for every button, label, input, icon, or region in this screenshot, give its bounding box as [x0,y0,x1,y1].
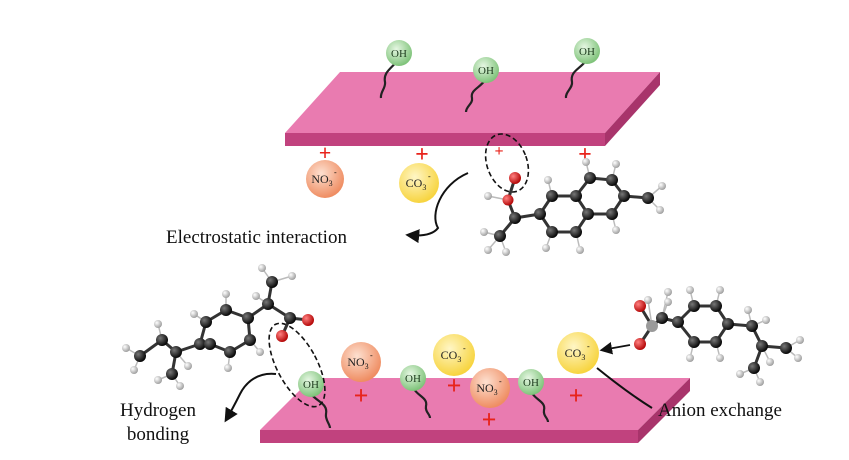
positive-charge-icon: + [354,381,369,410]
svg-text:NO3: NO3 [311,172,332,188]
hydrogen-bonding-label-line2: bonding [127,424,190,445]
positive-charge-icon: + [415,142,429,168]
no3-label: NO [476,381,494,395]
minus-sign: - [334,168,337,177]
oh-label: OH [523,377,539,389]
co3-label: CO [406,176,423,190]
arrow-icon [599,342,631,355]
bottom-oh-groups: OH OH OH [298,365,550,429]
nitrate-ion-icon [341,342,381,382]
positive-charge-icon: + [569,381,584,410]
hydrogen-bonding-highlight [268,322,326,408]
positive-charge-icon: + [482,405,497,434]
ibuprofen-molecule-icon [634,286,804,386]
top-ions: NO3 - CO3 - [306,160,439,203]
positive-charge-icon: + [494,143,503,160]
svg-text:NO3: NO3 [476,381,497,397]
anion-exchange-label: Anion exchange [658,400,782,421]
svg-text:CO3: CO3 [406,176,427,192]
positive-charge-icon: + [447,371,462,400]
minus-sign: - [587,342,590,351]
svg-text:CO3: CO3 [565,346,586,362]
top-positive-charges: + + + + [319,140,592,168]
oh-label: OH [579,46,595,58]
curved-arrow-icon [224,372,277,423]
connector-line [596,367,653,409]
carbonate-ion-icon [557,332,599,374]
oh-group-icon [400,365,426,391]
oh-group-icon [386,40,412,66]
positive-charge-icon: + [319,140,332,165]
ibuprofen-molecule-icon [122,264,314,390]
oh-label: OH [391,48,407,60]
oh-group-icon [574,38,600,64]
co3-label: CO [441,348,458,362]
svg-text:NO3: NO3 [347,355,368,371]
oh-label: OH [478,65,494,77]
bottom-ions: NO3 - CO3 - NO3 - CO3 - [341,332,599,408]
minus-sign: - [463,344,466,353]
svg-text:CO3: CO3 [441,348,462,364]
bottom-sheet [260,378,690,443]
oh-label: OH [303,379,319,391]
minus-sign: - [428,172,431,181]
no3-label: NO [311,172,329,186]
minus-sign: - [370,351,373,360]
co3-label: CO [565,346,582,360]
oh-group-icon [518,369,544,395]
top-sheet [285,72,660,146]
hydrogen-bonding-label-line1: Hydrogen [120,400,196,421]
carbonate-ion-icon [399,163,439,203]
oh-label: OH [405,373,421,385]
ibuprofen-molecule-icon [480,158,666,256]
oh-group-icon [298,371,324,397]
no3-label: NO [347,355,365,369]
nitrate-ion-icon [306,160,344,198]
bottom-positive-charges: + + + + [354,371,584,434]
curved-arrow-icon [405,172,469,244]
oh-group-icon [473,57,499,83]
nitrate-ion-icon [470,368,510,408]
electrostatic-interaction-label: Electrostatic interaction [166,227,347,248]
minus-sign: - [499,377,502,386]
top-oh-groups: OH OH OH [379,38,600,113]
carbonate-ion-icon [433,334,475,376]
